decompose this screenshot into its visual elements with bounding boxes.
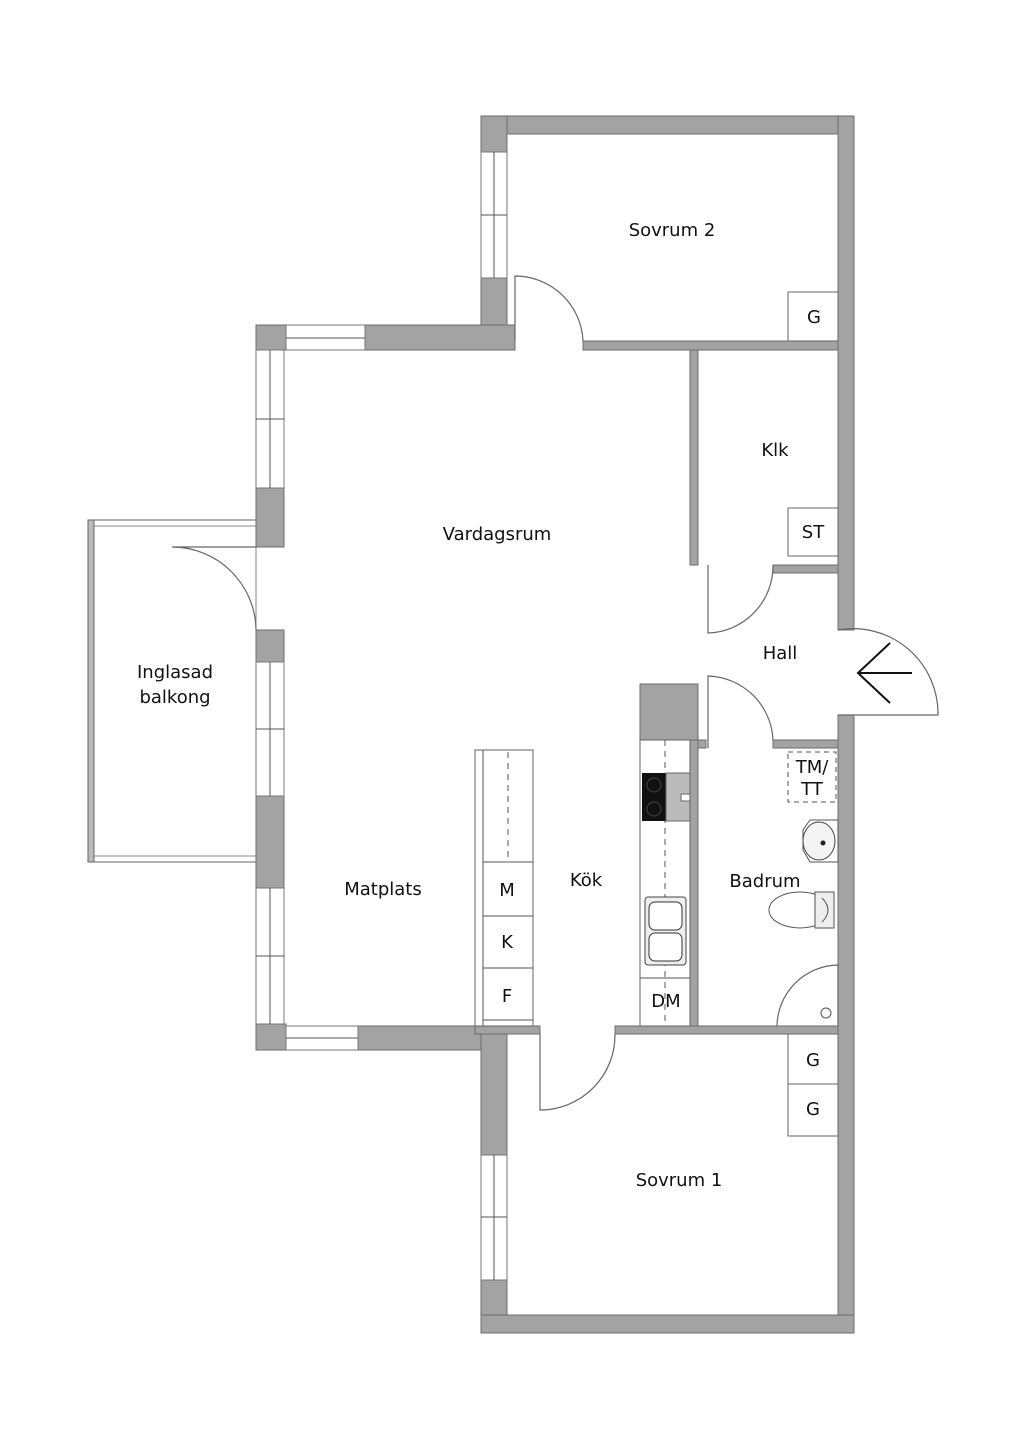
wardrobe-sovrum2 <box>787 291 839 342</box>
balcony <box>87 519 257 863</box>
label-g-sovrum2: G <box>807 307 821 328</box>
room-label-hall: Hall <box>763 643 798 664</box>
label-dm: DM <box>651 991 680 1012</box>
label-k: K <box>501 932 514 953</box>
room-label-klk: Klk <box>761 440 789 461</box>
kitchen-island <box>474 749 534 1027</box>
windows <box>255 151 508 1281</box>
room-label-sovrum2: Sovrum 2 <box>629 220 716 241</box>
room-label-vardagsrum: Vardagsrum <box>443 524 552 545</box>
walls <box>255 115 855 1334</box>
entrance-arrow-icon <box>856 642 912 704</box>
storage-st <box>787 507 839 557</box>
washbasin-icon <box>802 819 839 863</box>
label-m: M <box>499 880 515 901</box>
kitchen-counter <box>639 739 691 1027</box>
washer-dryer <box>787 751 837 803</box>
toilet-icon <box>768 891 835 929</box>
label-st: ST <box>802 522 825 543</box>
wardrobe-sovrum1-a <box>787 1033 839 1085</box>
doors <box>171 275 939 1111</box>
room-label-badrum: Badrum <box>729 871 800 892</box>
room-label-kok: Kök <box>570 870 603 891</box>
label-tt: TT <box>800 779 824 800</box>
shower-icon <box>820 1007 832 1019</box>
range-hood-icon <box>665 772 691 822</box>
room-label-sovrum1: Sovrum 1 <box>636 1170 723 1191</box>
room-label-matplats: Matplats <box>344 879 422 900</box>
label-tm: TM/ <box>795 757 830 778</box>
sink-icon <box>644 896 687 966</box>
room-label-balkong-1: Inglasad <box>137 662 213 683</box>
wardrobe-sovrum1-b <box>787 1083 839 1137</box>
stove-icon <box>642 773 666 821</box>
label-f: F <box>502 986 512 1007</box>
label-g1-sovrum1: G <box>806 1050 820 1071</box>
room-label-balkong-2: balkong <box>139 687 210 708</box>
label-g2-sovrum1: G <box>806 1099 820 1120</box>
